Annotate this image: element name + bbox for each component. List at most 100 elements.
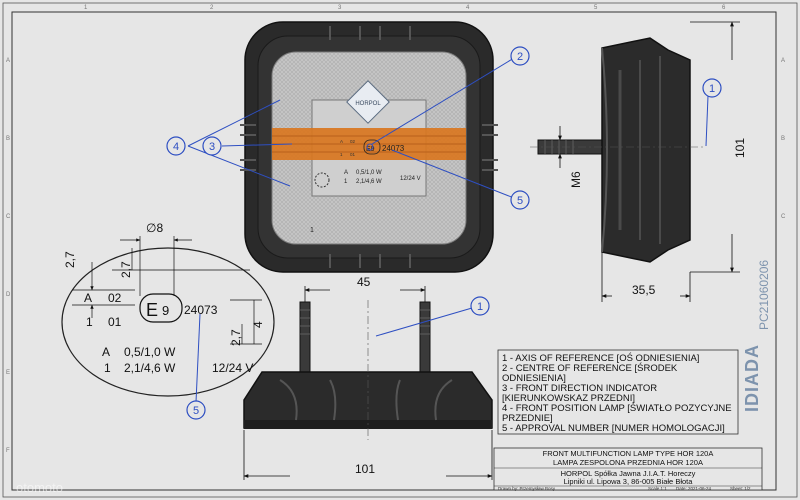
detail-e-num: 9 xyxy=(162,303,169,318)
reference-centre-marker xyxy=(366,143,374,151)
ruler-top-3: 3 xyxy=(338,5,342,11)
dim-diameter-8: ∅8 xyxy=(146,221,163,235)
face-rating-1: 1 xyxy=(344,179,348,185)
dim-2-7-mid: 2,7 xyxy=(119,261,133,278)
legend-box: 1 - AXIS OF REFERENCE [OŚ ODNIESIENIA] 2… xyxy=(497,349,739,435)
idiada-vertical: IDIADA xyxy=(742,344,762,412)
dim-depth-35-5: 35,5 xyxy=(632,283,656,297)
sheet-border-inner xyxy=(11,11,777,491)
ruler-top-6: 6 xyxy=(722,5,726,11)
ruler-side-b: B xyxy=(6,136,10,142)
housing-ribs xyxy=(240,26,498,268)
sheet: Sheet: 1/2 xyxy=(730,486,751,491)
detail-approval: 24073 xyxy=(184,303,218,317)
front-view-lamp: HORPOL A 02 1 01 E9 24073 A 0,5/1,0 W 1 … xyxy=(240,21,498,273)
svg-text:3: 3 xyxy=(209,141,215,153)
otomoto-watermark: otomoto xyxy=(16,480,63,495)
face-mark-1: 1 xyxy=(340,152,343,157)
ruler-side-a: A xyxy=(6,58,10,64)
code-vertical: PC21060206 xyxy=(757,260,771,330)
face-rating-1-val: 2,1/4,6 W xyxy=(356,179,382,185)
top-view-pin-left xyxy=(299,301,311,373)
title-en: FRONT MULTIFUNCTION LAMP TYPE HOR 120A xyxy=(543,449,714,458)
detail-row1-a: A xyxy=(84,291,92,305)
callout-3: 3 xyxy=(202,136,222,156)
ruler-top-5: 5 xyxy=(594,5,598,11)
callout-5-front: 5 xyxy=(510,190,530,210)
svg-text:1: 1 xyxy=(477,301,483,313)
detail-view: A 02 1 01 E 9 24073 A 0,5/1,0 W 1 2,1/4,… xyxy=(61,221,275,397)
company-line-2: Lipniki ul. Lipowa 3, 86-005 Białe Błota xyxy=(564,477,694,486)
ruler-side-c: C xyxy=(6,214,11,220)
callout-leaders xyxy=(187,57,709,403)
detail-rating1-v: 0,5/1,0 W xyxy=(124,345,176,359)
legend-line-2: 2 - CENTRE OF REFERENCE [ŚRODEK xyxy=(502,362,678,374)
side-view-lamp xyxy=(537,37,691,263)
svg-text:5: 5 xyxy=(193,405,199,417)
detail-rating1-a: A xyxy=(102,345,110,359)
face-voltage: 12/24 V xyxy=(400,176,421,182)
callout-1-top: 1 xyxy=(470,296,490,316)
dim-2-7-left: 2,7 xyxy=(63,251,77,268)
scale: Scale 1:1 xyxy=(648,486,667,491)
face-rating-a: A xyxy=(344,170,348,176)
detail-e-circle xyxy=(139,293,183,323)
detail-rating2-v: 2,1/4,6 W xyxy=(124,361,176,375)
face-rating-a-val: 0,5/1,0 W xyxy=(356,170,382,176)
svg-text:2: 2 xyxy=(517,51,523,63)
detail-voltage: 12/24 V xyxy=(212,361,253,375)
ruler-right-b: B xyxy=(781,136,785,142)
dim-width-101: 101 xyxy=(355,462,375,476)
top-view-pin-right xyxy=(419,301,431,373)
face-mark-a: A xyxy=(340,139,343,144)
legend-line-6: 4 - FRONT POSITION LAMP [ŚWIATŁO POZYCYJ… xyxy=(502,402,732,414)
ruler-top-2: 2 xyxy=(210,5,214,11)
detail-row2-a: 1 xyxy=(86,315,93,329)
legend-line-5: [KIERUNKOWSKAZ PRZEDNI] xyxy=(502,393,635,404)
callout-markers: 4 3 2 5 1 5 1 xyxy=(166,46,722,420)
detail-row2-b: 01 xyxy=(108,315,122,329)
face-mark-01: 01 xyxy=(350,152,356,157)
detail-e: E xyxy=(146,300,158,320)
ruler-right-a: A xyxy=(781,58,785,64)
callout-2: 2 xyxy=(510,46,530,66)
side-view-body xyxy=(601,37,691,263)
svg-text:1: 1 xyxy=(709,83,715,95)
title-block: FRONT MULTIFUNCTION LAMP TYPE HOR 120A L… xyxy=(493,447,763,491)
horpol-logo: HORPOL xyxy=(346,80,390,124)
legend-line-4: 3 - FRONT DIRECTION INDICATOR xyxy=(502,383,657,394)
ruler-side: A B C D E F A B C xyxy=(6,58,786,454)
callout-4: 4 xyxy=(166,136,186,156)
face-corner-mark: 1 xyxy=(310,227,314,234)
ruler-right-c: C xyxy=(781,214,786,220)
detail-rating2-a: 1 xyxy=(104,361,111,375)
ruler-top-4: 4 xyxy=(466,5,470,11)
ruler-top: 1 2 3 4 5 6 xyxy=(84,5,726,11)
drawn-by: Drawn by: Przemysław Bosy xyxy=(498,486,556,491)
detail-row1-b: 02 xyxy=(108,291,122,305)
ruler-side-d: D xyxy=(6,292,11,298)
callout-5-detail: 5 xyxy=(186,400,206,420)
dim-4: 4 xyxy=(251,321,265,328)
callout-1-side: 1 xyxy=(702,78,722,98)
face-sun-symbol xyxy=(314,172,330,188)
legend-line-3: ODNIESIENIA] xyxy=(502,373,566,384)
title-pl: LAMPA ZESPOLONA PRZEDNIA HOR 120A xyxy=(553,458,703,467)
svg-text:5: 5 xyxy=(517,195,523,207)
face-mark-02: 02 xyxy=(350,139,356,144)
dim-m6: M6 xyxy=(569,171,583,188)
legend-line-8: 5 - APPROVAL NUMBER [NUMER HOMOLOGACJI] xyxy=(502,423,725,434)
date: Date: 2021-06-24 xyxy=(676,486,712,491)
face-approval: 24073 xyxy=(382,144,405,153)
svg-text:4: 4 xyxy=(173,141,179,153)
dim-2-7-right: 2,7 xyxy=(229,329,243,346)
ruler-side-f: F xyxy=(6,448,10,454)
ruler-top-1: 1 xyxy=(84,5,88,11)
legend-line-1: 1 - AXIS OF REFERENCE [OŚ ODNIESIENIA] xyxy=(502,352,699,364)
company-line-1: HORPOL Spółka Jawna J.I.A.T. Horeczy xyxy=(561,469,696,478)
dimension-lines xyxy=(243,21,740,480)
ruler-side-e: E xyxy=(6,370,10,376)
horpol-logo-text: HORPOL xyxy=(355,101,381,107)
dim-pin-spacing-45: 45 xyxy=(357,275,371,289)
